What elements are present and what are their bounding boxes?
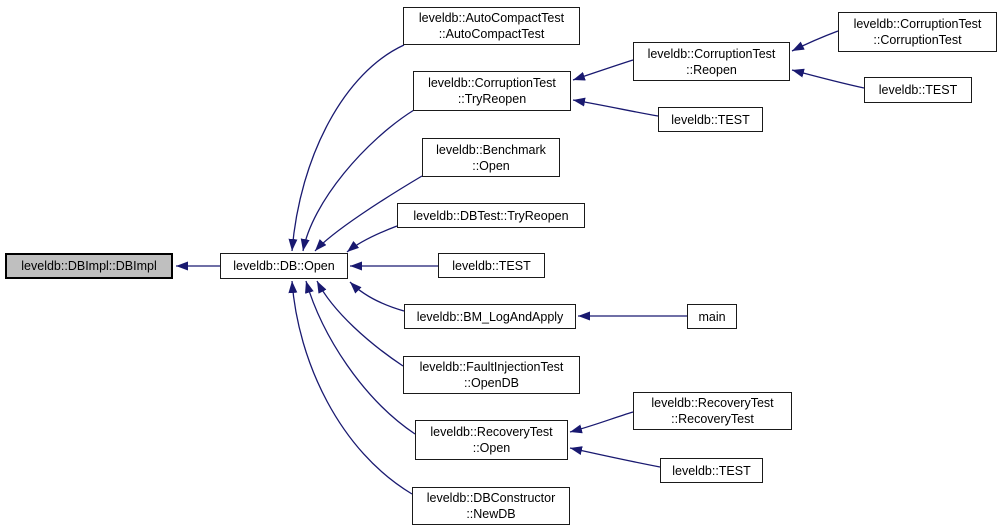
edge-recoveryctor-to-recopen: [569, 411, 634, 434]
node-dbtest-tryreopen[interactable]: leveldb::DBTest::TryReopen: [397, 203, 585, 228]
node-recoverytest-open[interactable]: leveldb::RecoveryTest ::Open: [415, 420, 568, 460]
node-test-of-recoveryopen[interactable]: leveldb::TEST: [660, 458, 763, 483]
edge-autocompact-to-dbopen: [288, 44, 405, 252]
node-dbconstructor-newdb[interactable]: leveldb::DBConstructor ::NewDB: [412, 487, 570, 525]
edge-dbtest-to-dbopen: [346, 225, 398, 253]
node-test-of-reopen[interactable]: leveldb::TEST: [864, 77, 972, 103]
edge-test-to-tryreopen: [572, 97, 659, 117]
edge-recoveryopen-to-dbopen: [305, 280, 416, 435]
node-corruptiontest-reopen[interactable]: leveldb::CorruptionTest ::Reopen: [633, 42, 790, 81]
edge-corruptionctor-to-reopen: [791, 30, 839, 52]
node-test-of-dbopen[interactable]: leveldb::TEST: [438, 253, 545, 278]
node-dbimpl-dbimpl[interactable]: leveldb::DBImpl::DBImpl: [5, 253, 173, 279]
node-benchmark-open[interactable]: leveldb::Benchmark ::Open: [422, 138, 560, 177]
edge-tryreopen-to-dbopen: [300, 109, 415, 252]
edge-dbconstructor-to-dbopen: [288, 280, 413, 495]
node-main[interactable]: main: [687, 304, 737, 329]
edge-bmlog-to-dbopen: [349, 281, 405, 312]
node-autocompacttest-ctor[interactable]: leveldb::AutoCompactTest ::AutoCompactTe…: [403, 7, 580, 45]
node-bm-logandapply[interactable]: leveldb::BM_LogAndApply: [404, 304, 576, 329]
node-corruptiontest-tryreopen[interactable]: leveldb::CorruptionTest ::TryReopen: [413, 71, 571, 111]
node-db-open[interactable]: leveldb::DB::Open: [220, 253, 348, 279]
node-corruptiontest-ctor[interactable]: leveldb::CorruptionTest ::CorruptionTest: [838, 12, 997, 52]
edge-reopen-to-tryreopen: [572, 59, 634, 81]
node-recoverytest-ctor[interactable]: leveldb::RecoveryTest ::RecoveryTest: [633, 392, 792, 430]
edge-benchmark-to-dbopen: [314, 175, 423, 252]
node-test-of-tryreopen[interactable]: leveldb::TEST: [658, 107, 763, 132]
edge-test-to-reopen: [791, 68, 865, 89]
edge-faultinjection-to-dbopen: [316, 280, 404, 367]
node-faultinjectiontest-opendb[interactable]: leveldb::FaultInjectionTest ::OpenDB: [403, 356, 580, 394]
edge-test-to-recopen: [569, 446, 661, 468]
